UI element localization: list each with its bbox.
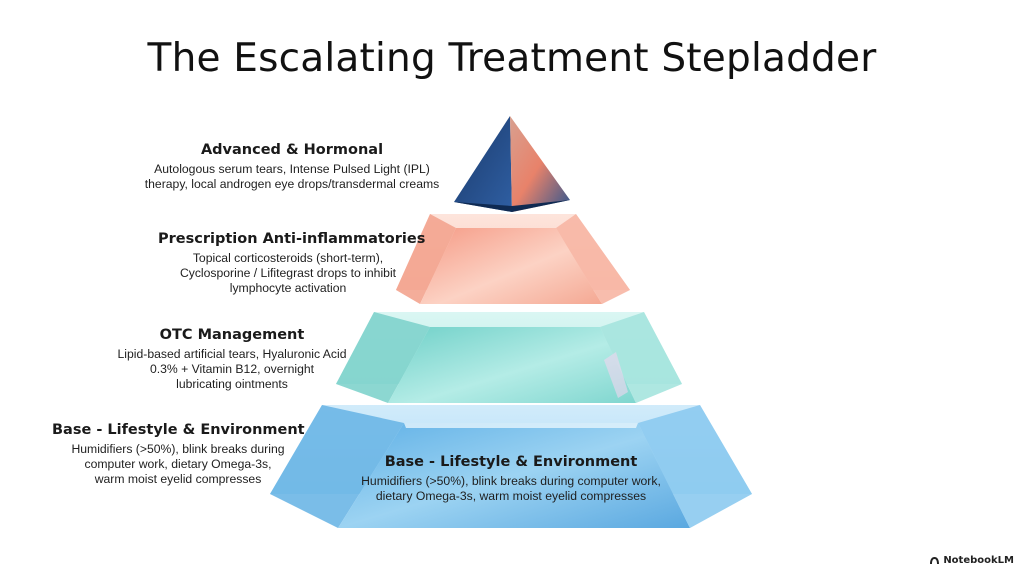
tier-otc-shape xyxy=(336,312,682,403)
tier-prescription-label: Prescription Anti-inflammatories Topical… xyxy=(158,231,426,296)
tier-base-inner-description: Humidifiers (>50%), blink breaks during … xyxy=(361,474,661,503)
tier-prescription-right-face xyxy=(556,214,630,304)
tier-advanced-right-face xyxy=(510,116,570,212)
brand-name: NotebookLM xyxy=(943,555,1014,566)
tier-advanced-description: Autologous serum tears, Intense Pulsed L… xyxy=(144,162,440,191)
tier-otc-left-face xyxy=(336,312,430,403)
tier-otc-prism-glint xyxy=(604,352,628,398)
tier-prescription-shape xyxy=(396,214,630,304)
tier-advanced-label: Advanced & Hormonal Autologous serum tea… xyxy=(132,142,452,192)
tier-prescription-description: Topical corticosteroids (short-term), Cy… xyxy=(179,251,397,295)
tier-base-description: Humidifiers (>50%), blink breaks during … xyxy=(71,442,285,486)
tier-otc-description: Lipid-based artificial tears, Hyaluronic… xyxy=(117,347,347,391)
tier-base-label: Base - Lifestyle & Environment Humidifie… xyxy=(52,422,305,487)
tier-advanced-shape xyxy=(454,116,570,212)
tier-otc-label: OTC Management Lipid-based artificial te… xyxy=(96,327,368,392)
tier-base-shape xyxy=(270,405,752,528)
tier-base-right-face xyxy=(638,405,752,528)
page-title: The Escalating Treatment Stepladder xyxy=(147,36,877,81)
tier-otc-right-face xyxy=(600,312,682,403)
tier-base-heading: Base - Lifestyle & Environment xyxy=(52,422,305,438)
tier-base-inner-heading: Base - Lifestyle & Environment xyxy=(384,454,638,470)
tier-base-inner-label: Base - Lifestyle & Environment Humidifie… xyxy=(346,454,676,504)
tier-advanced-heading: Advanced & Hormonal xyxy=(200,142,384,158)
tier-prescription-front-face xyxy=(420,228,602,304)
brand-watermark: NotebookLM xyxy=(929,555,1014,566)
tier-base-left-face xyxy=(270,405,404,528)
tier-base-front-face xyxy=(338,423,690,528)
notebooklm-logo-icon xyxy=(930,557,940,564)
tier-advanced-base-edge xyxy=(454,200,570,212)
tier-advanced-left-face xyxy=(454,116,512,212)
tier-prescription-left-face xyxy=(396,214,456,304)
tier-base-edge-highlight xyxy=(404,423,638,428)
tier-prescription-heading: Prescription Anti-inflammatories xyxy=(158,231,426,247)
tier-otc-front-face xyxy=(388,327,636,403)
tier-otc-heading: OTC Management xyxy=(159,327,305,343)
